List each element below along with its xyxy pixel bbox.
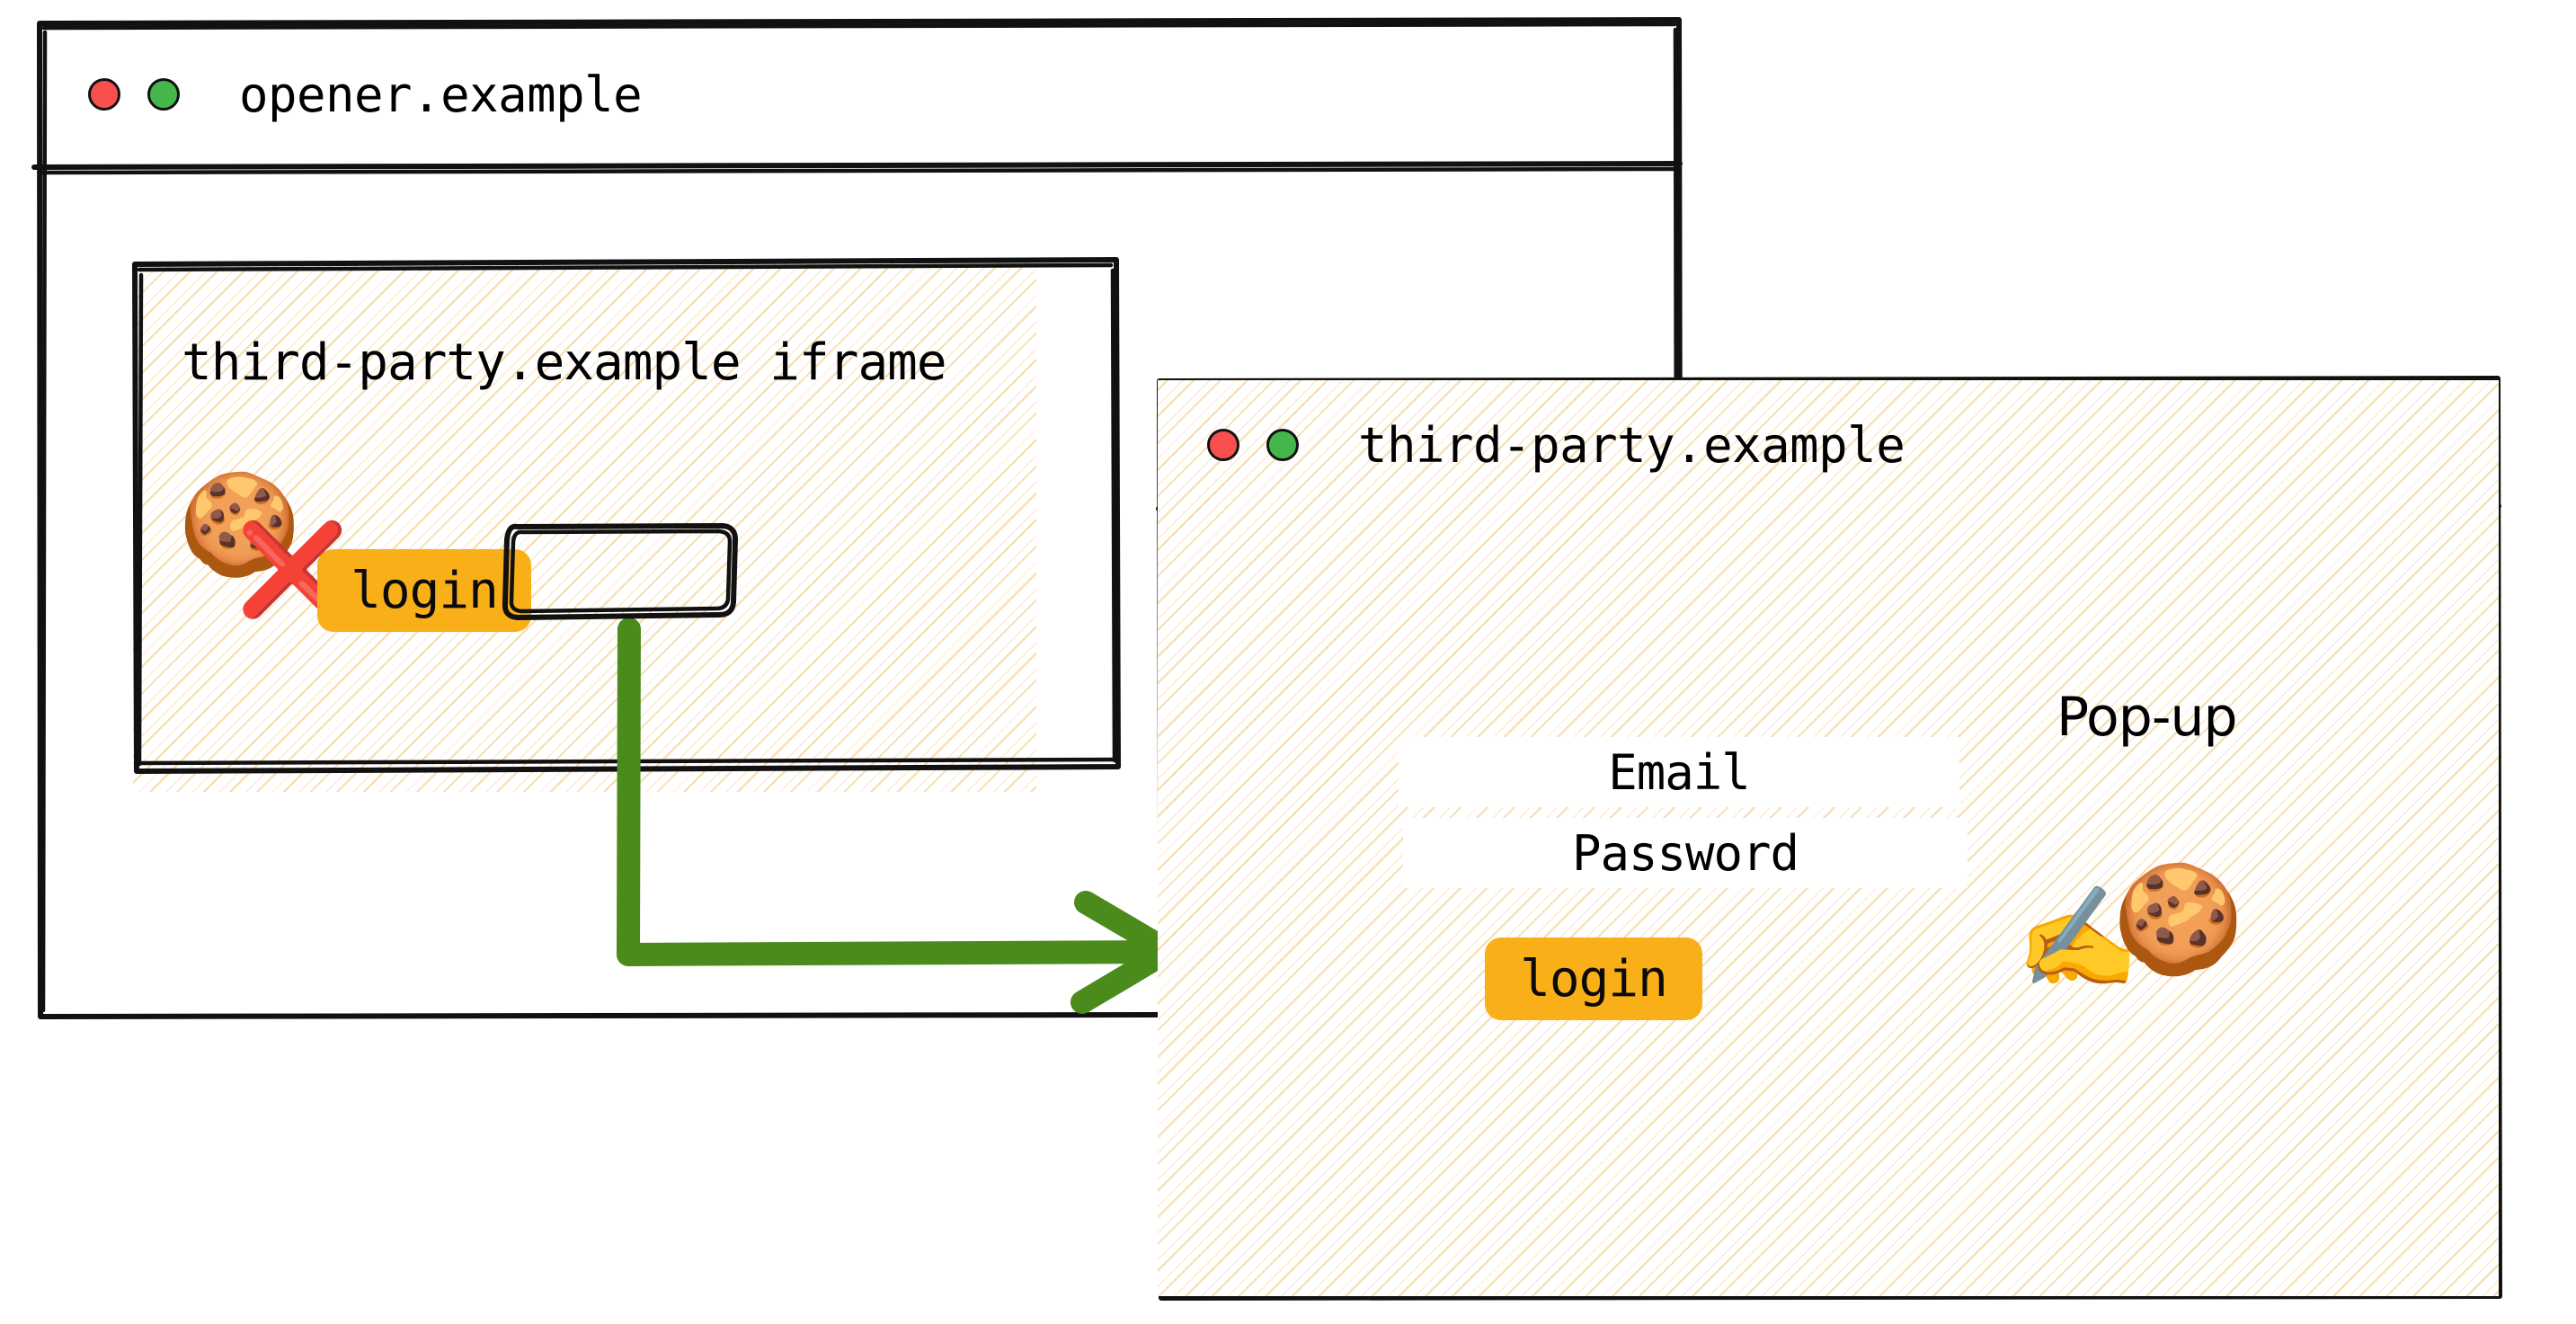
popup-login-button[interactable]: login (1485, 937, 1702, 1020)
opener-titlebar: opener.example (39, 22, 1681, 166)
popup-window-title: third-party.example (1358, 416, 1905, 474)
iframe-login-button[interactable]: login (317, 549, 531, 632)
maximize-dot[interactable] (1266, 429, 1299, 461)
close-dot[interactable] (1207, 429, 1239, 461)
popup-caption: Pop-up (2056, 686, 2238, 749)
password-field[interactable]: Password (1403, 818, 1968, 888)
opener-window-title: opener.example (239, 66, 643, 123)
opener-traffic-lights (88, 78, 180, 111)
popup-titlebar: third-party.example (1158, 380, 2499, 510)
iframe-panel-title: third-party.example iframe (182, 333, 947, 392)
email-field[interactable]: Email (1399, 737, 1959, 807)
popup-browser-window: third-party.example Pop-up Email Passwor… (1158, 380, 2499, 1296)
cookie-icon: 🍪 (2112, 857, 2244, 981)
close-dot[interactable] (88, 78, 120, 111)
maximize-dot[interactable] (147, 78, 180, 111)
popup-traffic-lights (1207, 429, 1299, 461)
third-party-iframe-panel: third-party.example iframe 🍪 ❌ login (133, 262, 1036, 792)
